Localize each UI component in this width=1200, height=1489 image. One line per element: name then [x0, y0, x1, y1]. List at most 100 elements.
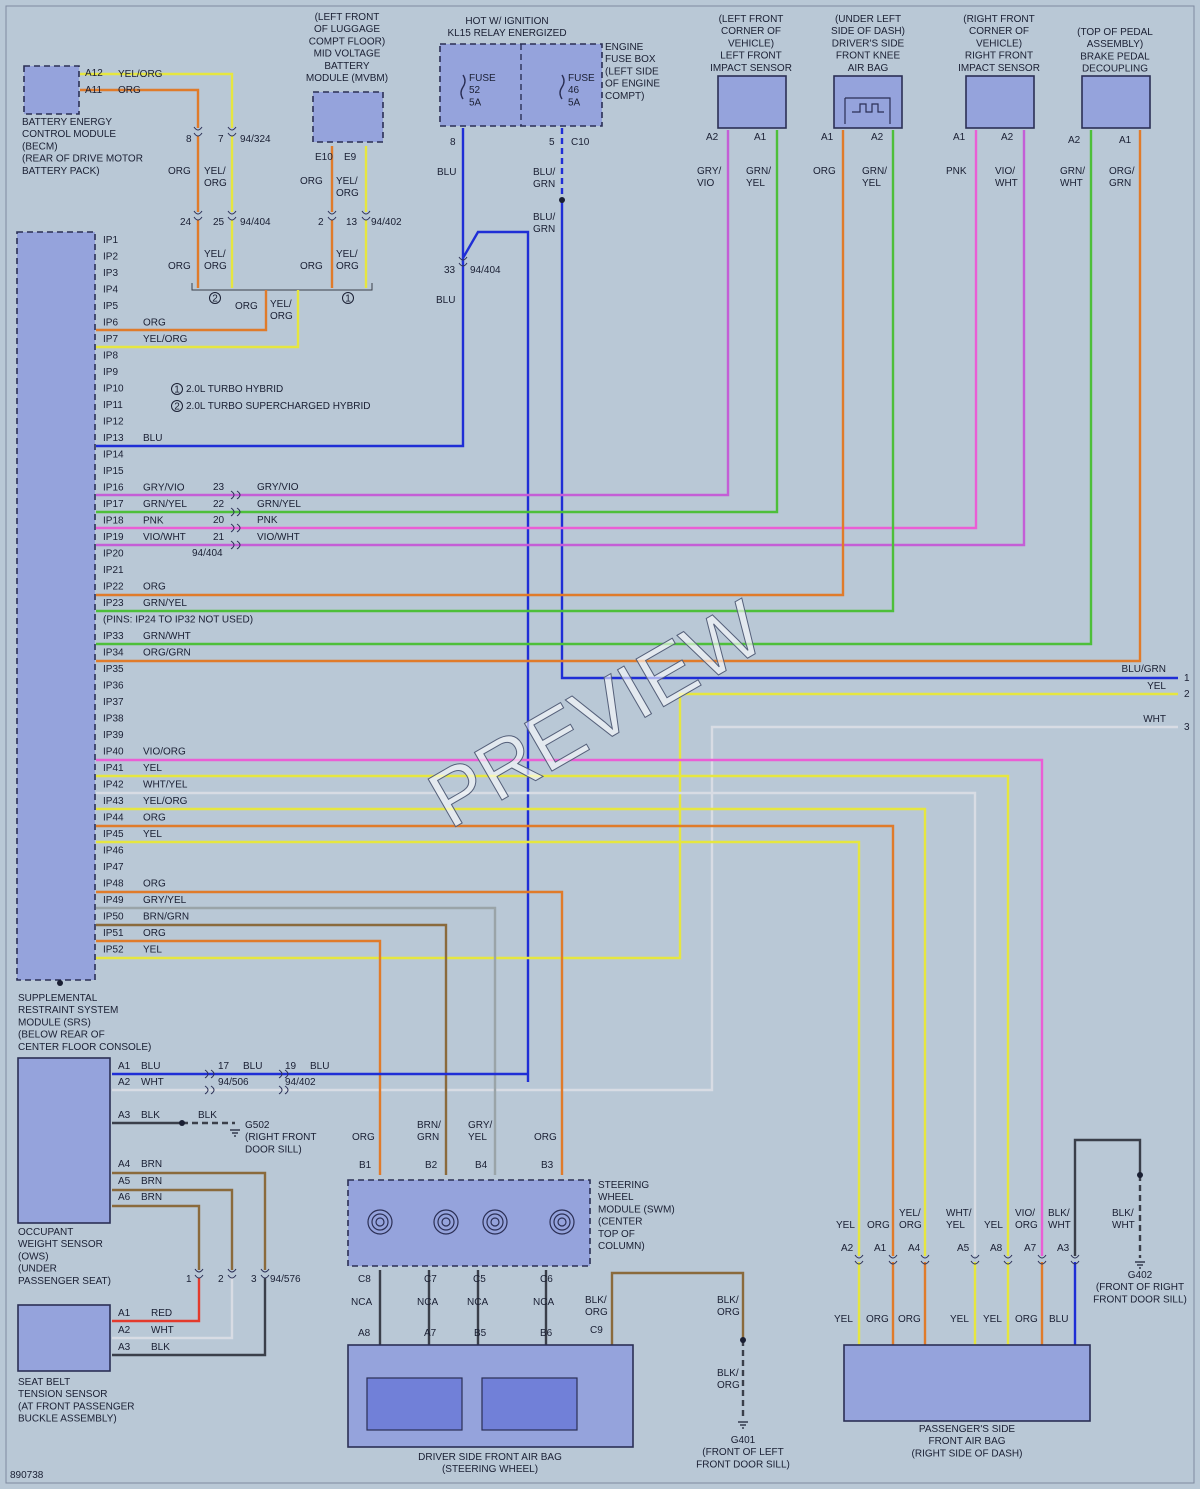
lbl-blkorg-2: BLK/ORG: [717, 1295, 740, 1318]
lbl-p-lower-6: BLU: [1049, 1314, 1068, 1325]
srs-pin-35: IP44: [103, 813, 124, 824]
lbl-inline-23: 23: [213, 482, 225, 493]
srs-pin-12: IP13: [103, 433, 124, 444]
connector-lower-9: [260, 1268, 270, 1279]
lbl-p-lower-3: YEL: [950, 1314, 969, 1325]
srs-pin-wire-25: ORG/GRN: [143, 648, 191, 659]
connector-lower-0: [854, 1254, 864, 1265]
exit-num-3: 3: [1184, 722, 1190, 733]
lbl-knee-grnyel: GRN/YEL: [862, 166, 887, 189]
inline-connector-1: [230, 507, 241, 517]
lbl-pin-17: 17: [218, 1061, 230, 1072]
connector-lower-8: [227, 1268, 237, 1279]
wire-exit1-blugrn: [560, 200, 1178, 680]
wire-becm-a11: [80, 88, 200, 128]
swm-top-pin-B4: B4: [475, 1160, 488, 1171]
lbl-nca-3: NCA: [533, 1297, 554, 1308]
lbl-p-blkwht: BLK/WHT: [1048, 1208, 1071, 1231]
lbl-ows-conn-3: 3: [251, 1274, 257, 1285]
connector-lower-1: [888, 1254, 898, 1265]
knee-bag-pin-a2: A2: [871, 132, 884, 143]
lbl-ows-brn-2: BRN: [141, 1192, 162, 1203]
wire-ip19: [96, 130, 1026, 547]
srs-pin-31: IP40: [103, 747, 124, 758]
lbl-inline-21: 21: [213, 532, 225, 543]
lbl-pin-8: 8: [186, 134, 192, 145]
clock-spring-icon-1-2: [441, 1217, 451, 1227]
srs-pin-wire-17: PNK: [143, 516, 164, 527]
g401-ground-icon: [738, 1421, 748, 1429]
srs-pin-6: IP7: [103, 334, 118, 345]
lf-impact-pin-a1: A1: [754, 132, 767, 143]
lbl-merge-yelorg: YEL/ORG: [270, 299, 293, 322]
srs-pin-36: IP45: [103, 829, 124, 840]
srs-pin-wire-15: GRY/VIO: [143, 483, 185, 494]
legend-mark-0-ring: [171, 383, 183, 395]
connector-lower-5: [1037, 1254, 1047, 1265]
g502-splice-dot: [179, 1120, 185, 1126]
lbl-pnk-top: PNK: [946, 166, 967, 177]
srs-pin-26: IP35: [103, 664, 124, 675]
srs-pin-29: IP38: [103, 714, 124, 725]
swm-top-pin-B2: B2: [425, 1160, 438, 1171]
lbl-c94-402-b: 94/402: [285, 1077, 316, 1088]
wire-ip45: [96, 840, 861, 1256]
lbl-grnwht-top: GRN/WHT: [1060, 166, 1085, 189]
swm-bottom-pin-C7: C7: [424, 1274, 437, 1285]
clock-spring-icon-3-0: [549, 1209, 575, 1235]
wire-ip17: [96, 130, 779, 514]
srs-pin-wire-42: ORG: [143, 928, 166, 939]
lbl-pin-2: 2: [318, 217, 324, 228]
srs-a-connector-2: [204, 1085, 215, 1095]
wire-ip13: [96, 258, 465, 448]
ows-pin-A1: A1: [118, 1061, 131, 1072]
lbl-becm-org-3: ORG: [168, 261, 191, 272]
srs-pin-11: IP12: [103, 417, 124, 428]
wire-ows-a4: [112, 1171, 267, 1270]
mvbm-pin-e9: E9: [344, 152, 357, 163]
modules: [16, 43, 1151, 1448]
wire-ip48: [96, 890, 564, 1175]
pass-bag-pin-A4: A4: [908, 1243, 921, 1254]
lbl-nca-2: NCA: [467, 1297, 488, 1308]
lbl-c94-506: 94/506: [218, 1077, 249, 1088]
ows-pin-A2: A2: [118, 1077, 131, 1088]
connector-lower-3: [970, 1254, 980, 1265]
lbl-blugrn-1: BLU/GRN: [533, 167, 555, 190]
seatbelt-pin-A2: A2: [118, 1325, 131, 1336]
lbl-viowht-r: VIO/WHT: [257, 532, 300, 543]
clock-spring-icon-0-1: [371, 1213, 389, 1231]
lbl-blkorg-3: BLK/ORG: [717, 1368, 740, 1391]
wire-becm-a12: [80, 72, 234, 128]
srs-pin-wire-16: GRN/YEL: [143, 499, 187, 510]
srs-pin-24: IP33: [103, 631, 124, 642]
ows-pin-A5: A5: [118, 1176, 131, 1187]
lbl-nca-1: NCA: [417, 1297, 438, 1308]
lbl-gryvio-r: GRY/VIO: [257, 482, 299, 493]
srs-pin-wire-24: GRN/WHT: [143, 631, 191, 642]
srs-pin-20: IP21: [103, 565, 124, 576]
lbl-red: RED: [151, 1308, 172, 1319]
connector-6: [458, 256, 468, 267]
srs-box: [16, 231, 96, 981]
connector-4: [327, 210, 337, 221]
srs-pin-wire-6: YEL/ORG: [143, 334, 188, 345]
lbl-grnyel-r: GRN/YEL: [257, 499, 301, 510]
srs-pin-7: IP8: [103, 351, 118, 362]
lbl-p-vioorg: VIO/ORG: [1015, 1208, 1038, 1231]
fusebox-pin-8: 8: [450, 137, 456, 148]
srs-pin-3: IP4: [103, 285, 118, 296]
srs-pin-wire-18: VIO/WHT: [143, 532, 186, 543]
lbl-pin-33: 33: [444, 265, 456, 276]
srs-pin-wire-31: VIO/ORG: [143, 747, 186, 758]
legend-mark-1: 2: [174, 402, 180, 413]
wire-ip33: [96, 130, 1093, 646]
fuse-icon-0: [460, 74, 466, 100]
srs-pin-wire-39: ORG: [143, 879, 166, 890]
exit-num-2: 2: [1184, 689, 1190, 700]
